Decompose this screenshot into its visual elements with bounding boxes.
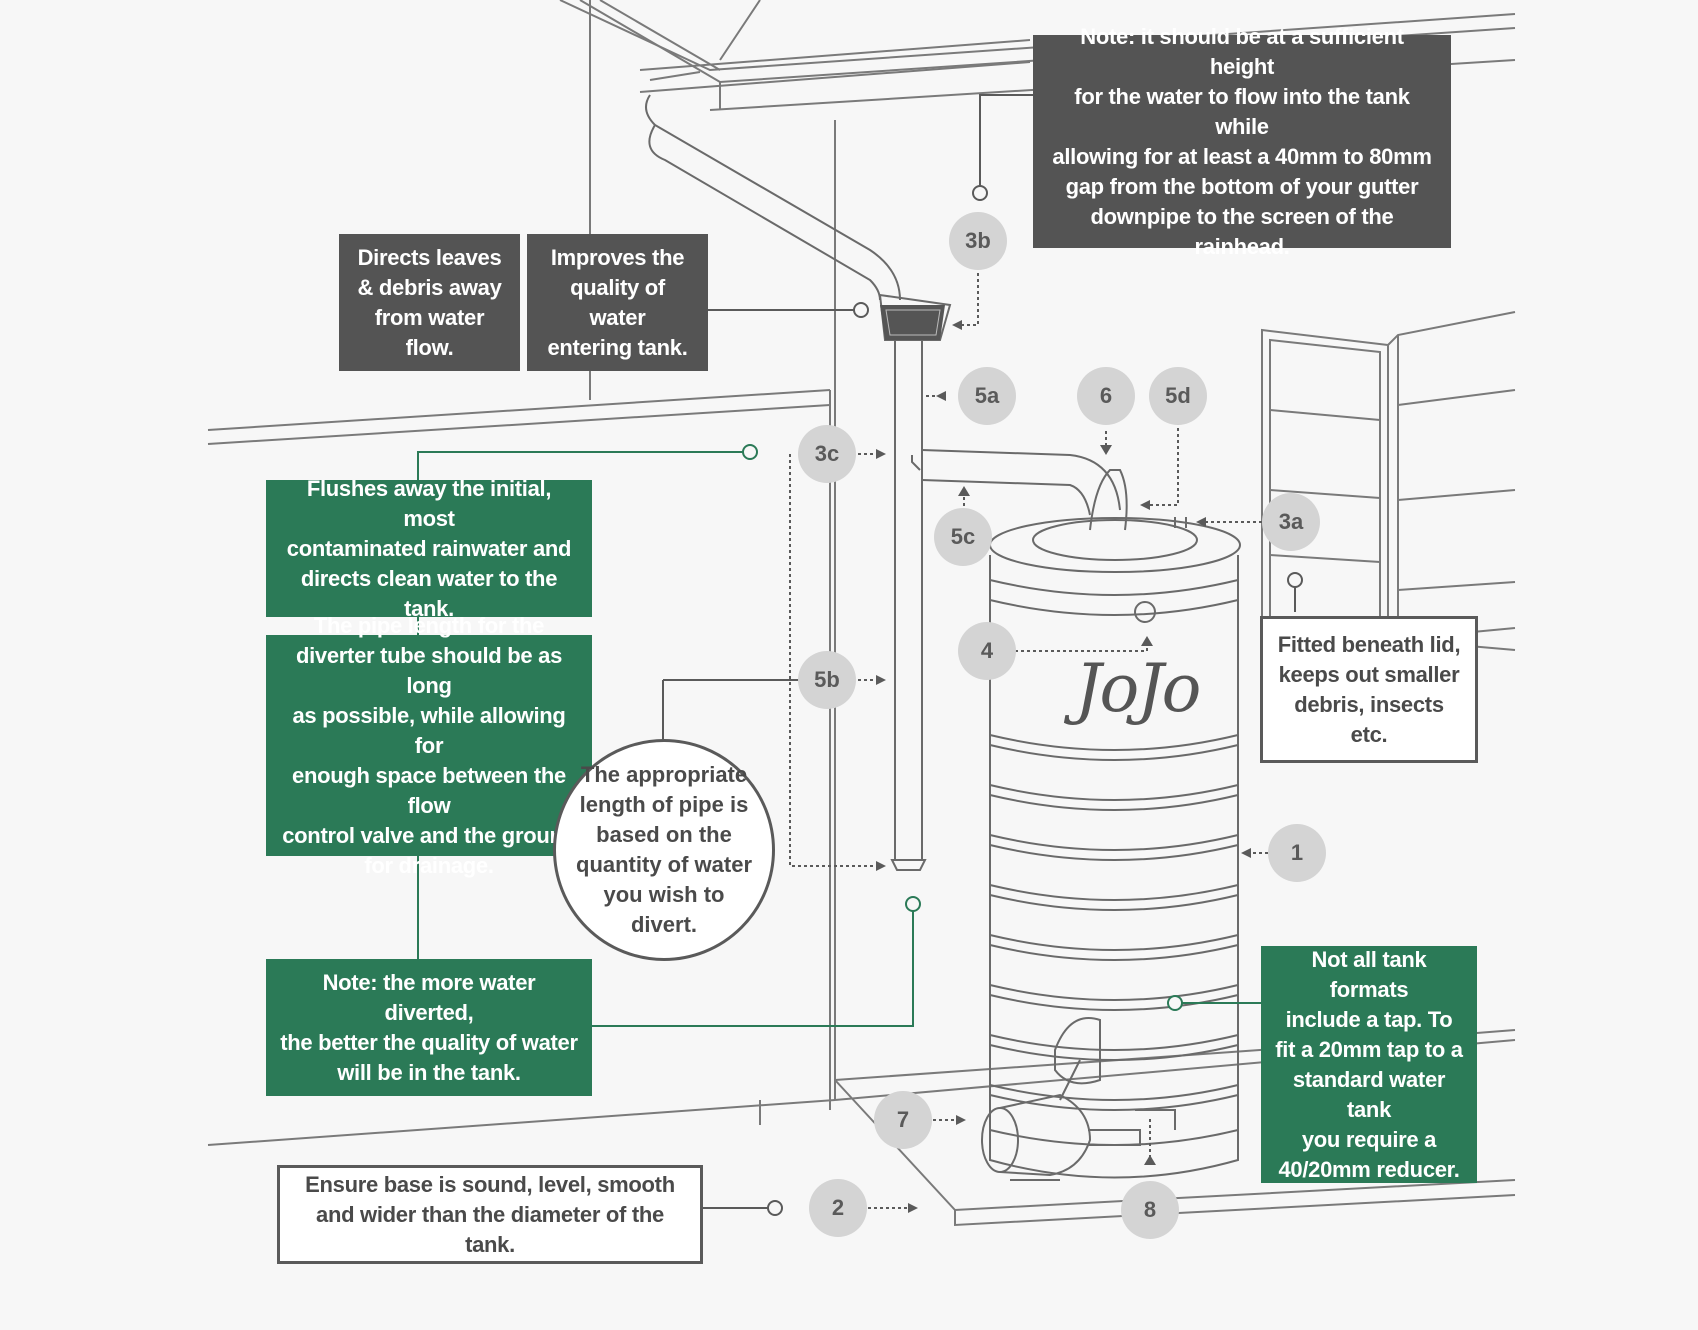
callout-text: downpipe to the screen of the rainhead.: [1090, 203, 1394, 259]
callout-text: Note: the more water diverted,: [322, 969, 536, 1025]
jojo-logo: JoJo: [1075, 650, 1201, 727]
callout-text: Fitted beneath lid,: [1277, 631, 1461, 657]
callout-pipe-length: The pipe length for the diverter tube sh…: [266, 613, 592, 878]
callout-flushes-away: Flushes away the initial, most contamina…: [266, 476, 592, 621]
callout-text: quantity of water: [576, 852, 753, 877]
window: [1261, 311, 1516, 651]
badge-3b: 3b: [949, 212, 1007, 270]
badge-7: 7: [874, 1091, 932, 1149]
callout-text: directs clean water to the tank.: [300, 565, 558, 621]
callout-text: as possible, while allowing for: [292, 702, 566, 758]
callout-text: keeps out smaller: [1278, 661, 1460, 687]
badge-5d: 5d: [1149, 367, 1207, 425]
callout-text: Directs leaves: [357, 244, 502, 270]
callout-text: based on the: [596, 822, 732, 847]
callout-text: you require a: [1301, 1126, 1437, 1152]
leader-lines-dark: [662, 94, 1296, 1209]
callout-text: contaminated rainwater and: [286, 535, 572, 561]
callout-base-note: Ensure base is sound, level, smooth and …: [277, 1165, 703, 1264]
callout-water-quality: Improves the quality of water entering t…: [527, 234, 708, 371]
leader-lines-green: [417, 451, 1261, 1027]
callout-text: you wish to divert.: [603, 882, 725, 937]
callout-gap-note: Note: it should be at a sufficient heigh…: [1033, 24, 1451, 259]
gutter: [639, 39, 1031, 93]
callout-text: include a tap. To: [1285, 1006, 1453, 1032]
callout-text: Ensure base is sound, level, smooth: [305, 1171, 675, 1197]
badge-6: 6: [1077, 367, 1135, 425]
callout-text: Flushes away the initial, most: [306, 475, 552, 531]
callout-text: from water flow.: [374, 304, 485, 360]
callout-text: and wider than the diameter of the tank.: [316, 1201, 664, 1257]
callout-text: 40/20mm reducer.: [1278, 1156, 1460, 1182]
callout-text: & debris away: [357, 274, 502, 300]
callout-leaves-debris: Directs leaves & debris away from water …: [339, 234, 520, 371]
callout-text: Note: it should be at a sufficient heigh…: [1080, 23, 1404, 79]
leader-circles-dark: [767, 185, 1303, 1216]
callout-text: length of pipe is: [579, 792, 749, 817]
pump: [981, 1017, 1176, 1181]
callout-text: allowing for at least a 40mm to 80mm: [1052, 143, 1432, 169]
badge-2: 2: [809, 1179, 867, 1237]
callout-text: for the water to flow into the tank whil…: [1074, 83, 1410, 139]
rainhead: [880, 305, 945, 340]
callout-text: control valve and the ground: [282, 822, 576, 848]
callout-text: diverter tube should be as long: [295, 642, 563, 698]
callout-text: debris, insects etc.: [1294, 691, 1444, 747]
callout-text: The appropriate: [580, 762, 748, 787]
badge-5a: 5a: [958, 367, 1016, 425]
callout-text: entering tank.: [547, 334, 688, 360]
callout-appropriate-length: The appropriate length of pipe is based …: [553, 739, 775, 961]
badge-8: 8: [1121, 1181, 1179, 1239]
water-tank: [989, 469, 1241, 1179]
callout-text: for drainage.: [364, 852, 494, 878]
callout-text: the better the quality of water: [280, 1029, 578, 1055]
badge-5b: 5b: [798, 651, 856, 709]
callout-text: fit a 20mm tap to a: [1275, 1036, 1463, 1062]
badge-1: 1: [1268, 824, 1326, 882]
badge-3a: 3a: [1262, 493, 1320, 551]
leader-circles-green: [742, 444, 1183, 1011]
callout-tap-note: Not all tank formats include a tap. To f…: [1261, 946, 1477, 1183]
callout-text: standard water tank: [1292, 1066, 1446, 1122]
downpipe: [645, 94, 1121, 871]
arrowheads: [876, 320, 1251, 1213]
badge-5c: 5c: [934, 508, 992, 566]
callout-text: will be in the tank.: [337, 1059, 521, 1085]
callout-more-water: Note: the more water diverted, the bette…: [266, 959, 592, 1096]
callout-text: enough space between the flow: [292, 762, 566, 818]
callout-text: Improves the: [550, 244, 685, 270]
callout-text: The pipe length for the: [313, 612, 545, 638]
callout-fitted-lid: Fitted beneath lid, keeps out smaller de…: [1260, 616, 1478, 763]
badge-3c: 3c: [798, 425, 856, 483]
callout-text: gap from the bottom of your gutter: [1065, 173, 1419, 199]
callout-text: quality of water: [570, 274, 665, 330]
callout-text: Not all tank formats: [1311, 946, 1427, 1002]
badge-4: 4: [958, 622, 1016, 680]
